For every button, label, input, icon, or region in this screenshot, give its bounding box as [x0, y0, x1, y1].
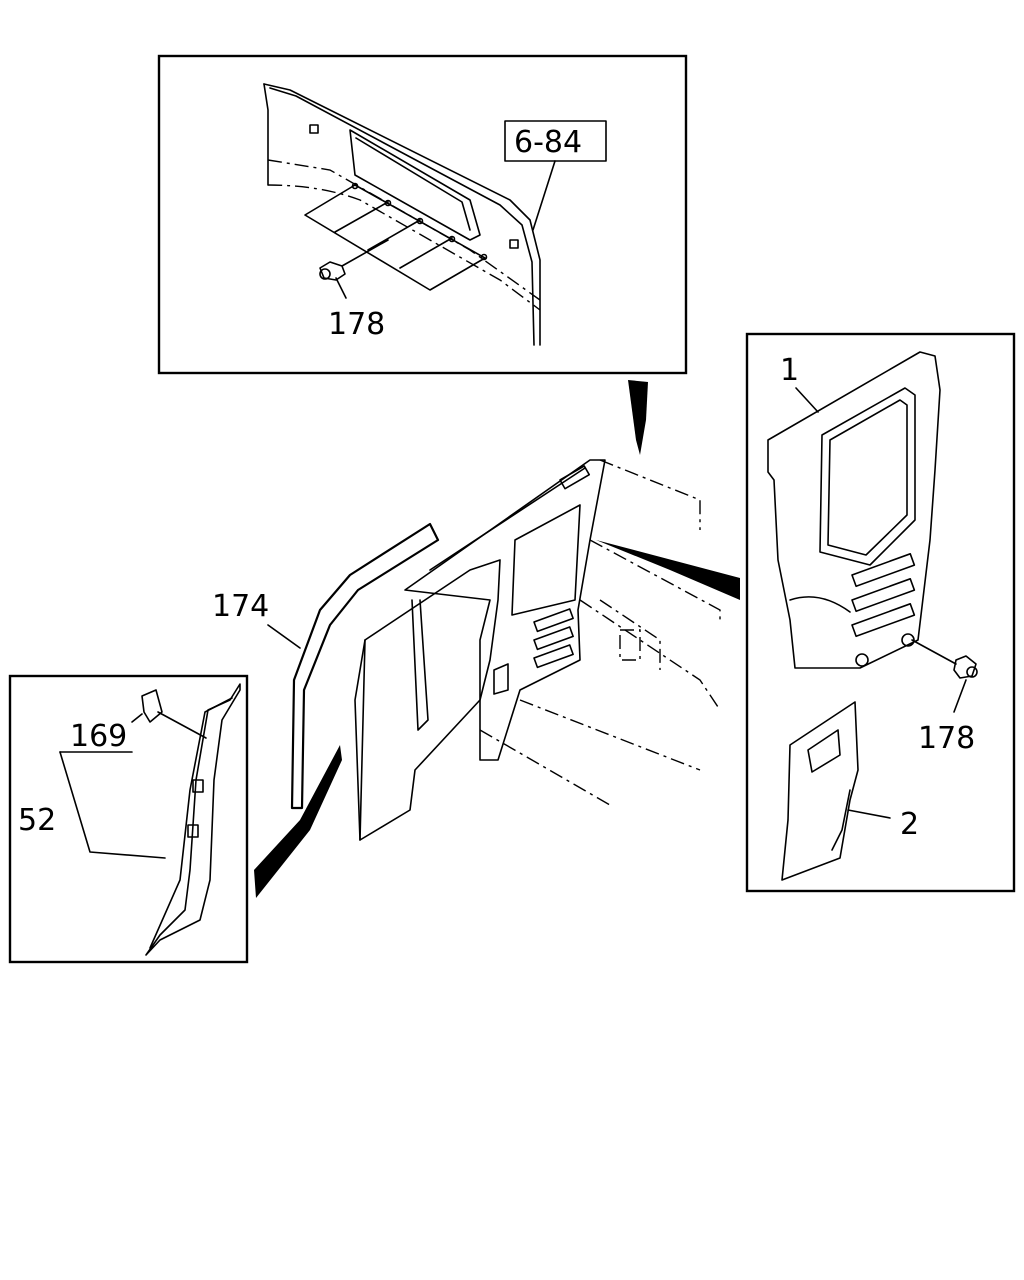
right-detail-frame — [745, 332, 1016, 893]
leader-178-right — [953, 679, 967, 713]
leader-174 — [267, 624, 301, 649]
pillar-trim-inner — [149, 697, 233, 949]
liner-hole-2 — [509, 239, 519, 249]
top-detail-frame — [157, 54, 688, 375]
label-174: 174 — [212, 589, 269, 624]
pillar-slot-1 — [192, 779, 204, 793]
liner-outline-left — [263, 83, 269, 186]
liner-window-inner — [355, 137, 471, 231]
vent-slot-1 — [851, 552, 916, 588]
vent-slot-3 — [851, 602, 916, 638]
liner-inner-edge — [269, 87, 535, 346]
left-detail-panel: 169 52 — [8, 674, 249, 964]
wedge-to-top-box — [628, 380, 648, 455]
liner-hole-1 — [309, 124, 319, 134]
cab-roof-edge — [429, 467, 586, 571]
weatherstrip-174 — [290, 522, 440, 810]
clip-icon — [141, 689, 163, 723]
mount-plane-grid — [334, 201, 453, 269]
label-1: 1 — [780, 353, 799, 388]
upper-panel-window — [819, 387, 916, 566]
left-detail-frame — [8, 674, 249, 964]
wedge-to-left-box — [254, 745, 342, 898]
liner-hidden-line-2 — [267, 184, 541, 311]
pillar-trim-outline — [145, 683, 241, 956]
ref-box-6-84: 6-84 — [514, 125, 582, 160]
leader-2 — [847, 809, 891, 819]
cab-b-pillar — [411, 599, 429, 731]
cab-rear-window — [511, 504, 581, 616]
leader-ref-box — [532, 160, 556, 231]
label-52: 52 — [18, 803, 56, 838]
lower-panel-edge — [831, 789, 851, 851]
bolt-icon-right — [953, 655, 977, 679]
clip-leader — [157, 711, 207, 739]
label-169: 169 — [70, 719, 127, 754]
upper-panel-outline — [767, 351, 941, 669]
bolt-icon-top — [319, 261, 346, 281]
liner-outline-right — [263, 83, 541, 346]
top-detail-panel: 178 6-84 — [157, 54, 688, 375]
cab-main-view: 174 — [212, 459, 721, 841]
cab-roof-slot — [559, 465, 591, 490]
label-2: 2 — [900, 807, 919, 842]
lower-panel-outline — [781, 701, 859, 881]
lower-panel-cutout — [807, 729, 841, 773]
leader-178-top — [335, 277, 347, 299]
leader-1 — [795, 387, 819, 413]
vent-slot-2 — [851, 577, 916, 613]
wedge-to-right-box — [596, 540, 740, 600]
pillar-slot-2 — [187, 824, 199, 838]
label-178-top: 178 — [328, 307, 385, 342]
mount-plane — [304, 184, 486, 291]
liner-window-cutout — [349, 129, 481, 241]
upper-panel-window-inner — [827, 399, 908, 556]
cab-rear-wall — [404, 459, 606, 761]
upper-panel-curve — [789, 596, 851, 613]
cab-door-opening — [359, 559, 501, 841]
bracket-52 — [59, 751, 166, 859]
right-detail-panel: 1 178 2 — [745, 332, 1016, 893]
label-178-right: 178 — [918, 721, 975, 756]
